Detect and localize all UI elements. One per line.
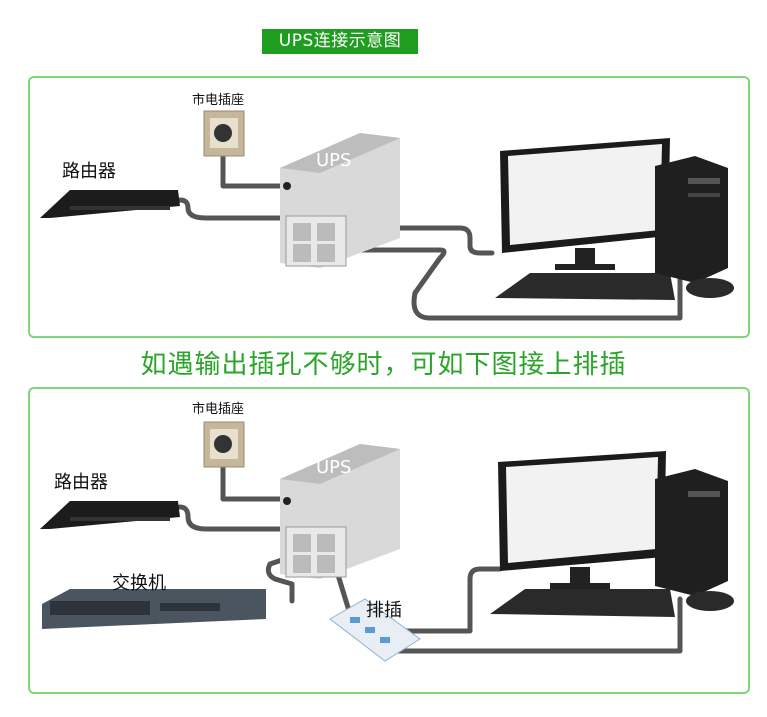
diagram-title: UPS连接示意图 xyxy=(262,29,418,54)
ups-device xyxy=(280,133,400,268)
ups-label: UPS xyxy=(316,150,352,171)
pc-tower-device xyxy=(655,469,728,596)
outlet-to-ups-cable xyxy=(220,461,291,502)
router-device xyxy=(40,190,180,218)
ups-to-monitor-cable xyxy=(317,225,495,256)
switch-to-ups-cable xyxy=(265,556,295,604)
ups-label: UPS xyxy=(316,457,352,478)
wall-outlet xyxy=(203,110,245,157)
ups-device xyxy=(280,444,400,579)
power-strip-connection-diagram xyxy=(40,421,734,662)
pc-tower-device xyxy=(655,156,728,283)
ups-to-pc-cable xyxy=(317,247,683,321)
power-strip-to-monitor-cable xyxy=(392,566,503,634)
wall-outlet-label: 市电插座 xyxy=(192,93,245,108)
panel-basic-connection: 市电插座 路由器 UPS xyxy=(28,76,750,338)
mouse-device xyxy=(686,278,734,298)
subtitle: 如遇输出插孔不够时，可如下图接上排插 xyxy=(140,350,627,380)
monitor-device xyxy=(500,138,670,270)
wall-outlet-label: 市电插座 xyxy=(192,402,245,417)
router-to-ups-cable xyxy=(177,197,289,221)
switch-label: 交换机 xyxy=(112,573,166,594)
power-strip-label: 排插 xyxy=(366,600,402,621)
power-strip-to-pc-cable xyxy=(392,596,683,654)
monitor-device xyxy=(498,451,666,589)
keyboard-device xyxy=(495,273,675,300)
network-switch-device xyxy=(42,589,266,629)
outlet-to-ups-cable xyxy=(220,150,291,189)
router-device xyxy=(40,501,180,529)
router-label: 路由器 xyxy=(54,472,108,493)
mouse-device xyxy=(686,591,734,611)
basic-connection-diagram xyxy=(40,110,734,321)
keyboard-device xyxy=(490,589,675,617)
panel-power-strip-connection: 市电插座 路由器 UPS 交换机 排插 xyxy=(28,387,750,694)
router-label: 路由器 xyxy=(62,161,116,182)
power-strip-device xyxy=(329,598,421,662)
